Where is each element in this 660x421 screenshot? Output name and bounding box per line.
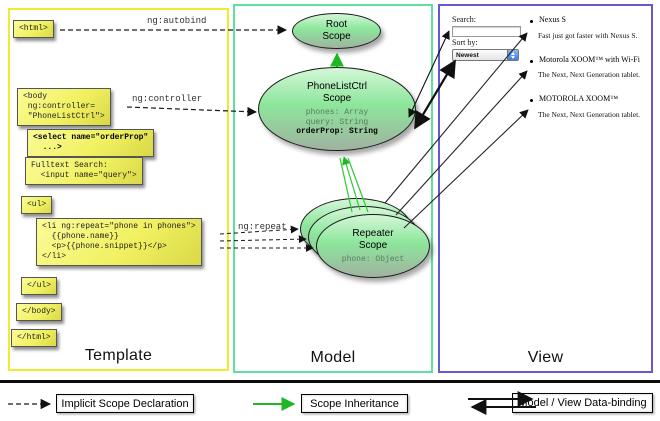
dropdown-stepper-icon (507, 50, 518, 60)
phone-item-desc: The Next, Next Generation tablet. (538, 110, 641, 119)
repeater-scope-ellipse-front: Repeater Scope phone: Object (316, 214, 430, 278)
ng-controller-label: ng:controller (132, 94, 203, 104)
phone-item-title: Nexus S (539, 15, 566, 24)
body-open-tag-box: <body ng:controller= "PhoneListCtrl"> (17, 88, 111, 126)
sort-dropdown[interactable]: Newest (452, 49, 519, 61)
query-property: query: String (305, 117, 369, 127)
bullet-icon (530, 20, 533, 23)
phones-property: phones: Array (305, 108, 369, 118)
select-tag-box: <select name="orderProp" ...> (27, 129, 155, 157)
html-close-tag-box: </html> (11, 329, 57, 347)
phone-item-title: MOTOROLA XOOM™ (539, 94, 619, 103)
root-scope-title: Root Scope (322, 19, 351, 42)
search-input[interactable] (452, 26, 521, 37)
ul-open-tag-box: <ul> (21, 196, 53, 214)
repeater-scope-title: Repeater Scope (352, 227, 394, 251)
li-repeat-box: <li ng:repeat="phone in phones"> {{phone… (36, 218, 202, 266)
bullet-icon (530, 60, 533, 63)
phonelistctrl-scope-title: PhoneListCtrl Scope (306, 81, 368, 105)
phone-property: phone: Object (341, 254, 405, 264)
model-column-label: Model (310, 349, 356, 366)
html-open-tag-box: <html> (13, 20, 54, 38)
bullet-icon (530, 99, 533, 102)
sort-dropdown-value: Newest (456, 51, 479, 59)
ng-autobind-label: ng:autobind (147, 16, 207, 26)
orderprop-property: orderProp: String (296, 127, 378, 137)
ng-repeat-label: ng:repeat (238, 222, 287, 232)
search-label: Search: (452, 15, 476, 24)
body-close-tag-box: </body> (16, 303, 62, 321)
legend-scope-inheritance: Scope Inheritance (301, 394, 408, 413)
root-scope-ellipse: Root Scope (292, 13, 381, 49)
model-column: Model (233, 4, 433, 373)
fulltext-search-box: Fulltext Search: <input name="query"> (25, 157, 143, 185)
legend-implicit-scope: Implicit Scope Declaration (56, 394, 194, 413)
phone-item-desc: Fast just got faster with Nexus S. (538, 31, 638, 40)
phone-item-desc: The Next, Next Generation tablet. (538, 70, 641, 79)
phone-item-title: Motorola XOOM™ with Wi-Fi (539, 55, 640, 64)
phonelistctrl-scope-ellipse: PhoneListCtrl Scope phones: Array query:… (258, 67, 416, 151)
view-column-label: View (527, 349, 564, 366)
legend-divider (0, 380, 660, 383)
template-column-label: Template (84, 347, 153, 364)
sort-by-label: Sort by: (452, 38, 478, 47)
legend-data-binding: Model / View Data-binding (512, 393, 653, 413)
ul-close-tag-box: </ul> (21, 277, 58, 295)
